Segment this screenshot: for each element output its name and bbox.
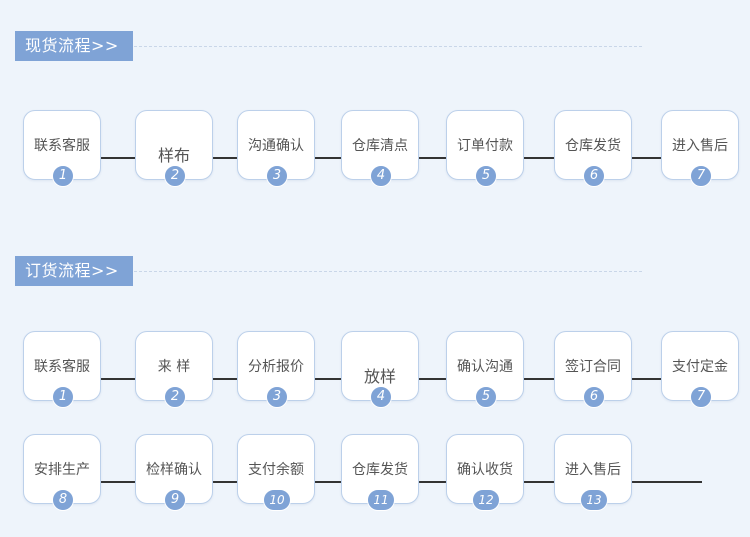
spot-step-2: 样布 2 (135, 110, 213, 187)
order-step-11: 仓库发货 11 (341, 434, 419, 511)
step-label: 订单付款 (457, 138, 513, 154)
order-step-7: 支付定金 7 (661, 331, 739, 408)
step-label: 来 样 (157, 359, 191, 375)
spot-step-1: 联系客服 1 (23, 110, 101, 187)
step-label: 仓库发货 (565, 138, 621, 154)
step-number-badge: 3 (266, 386, 288, 408)
step-label: 联系客服 (34, 138, 90, 154)
spot-step-6: 仓库发货 6 (554, 110, 632, 187)
order-step-8: 安排生产 8 (23, 434, 101, 511)
step-number-badge: 7 (690, 165, 712, 187)
step-label: 仓库发货 (352, 462, 408, 478)
order-flow-divider (134, 271, 642, 272)
order-step-12: 确认收货 12 (446, 434, 524, 511)
step-number-badge: 10 (263, 489, 291, 511)
spot-flow-title: 现货流程>> (15, 31, 133, 61)
step-label: 安排生产 (34, 462, 90, 478)
spot-step-3: 沟通确认 3 (237, 110, 315, 187)
step-label: 联系客服 (34, 359, 90, 375)
order-step-2: 来 样 2 (135, 331, 213, 408)
spot-flow-divider (134, 46, 642, 47)
step-label: 分析报价 (248, 359, 304, 375)
step-label: 签订合同 (565, 359, 621, 375)
step-label: 确认收货 (457, 462, 513, 478)
order-step-4: 放样 4 (341, 331, 419, 408)
order-step-1: 联系客服 1 (23, 331, 101, 408)
order-step-3: 分析报价 3 (237, 331, 315, 408)
step-number-badge: 1 (52, 386, 74, 408)
spot-step-4: 仓库清点 4 (341, 110, 419, 187)
spot-step-7: 进入售后 7 (661, 110, 739, 187)
spot-step-5: 订单付款 5 (446, 110, 524, 187)
step-number-badge: 4 (370, 386, 392, 408)
order-step-13: 进入售后 13 (554, 434, 632, 511)
step-number-badge: 9 (164, 489, 186, 511)
step-number-badge: 12 (472, 489, 500, 511)
step-label: 放样 (363, 367, 396, 386)
step-label: 样布 (157, 146, 190, 165)
step-number-badge: 2 (164, 386, 186, 408)
step-number-badge: 5 (475, 165, 497, 187)
step-number-badge: 3 (266, 165, 288, 187)
step-number-badge: 8 (52, 489, 74, 511)
step-number-badge: 4 (370, 165, 392, 187)
step-number-badge: 7 (690, 386, 712, 408)
step-number-badge: 6 (583, 165, 605, 187)
step-number-badge: 13 (580, 489, 608, 511)
order-flow-title: 订货流程>> (15, 256, 133, 286)
step-number-badge: 5 (475, 386, 497, 408)
step-label: 进入售后 (565, 462, 621, 478)
order-step-5: 确认沟通 5 (446, 331, 524, 408)
order-step-9: 检样确认 9 (135, 434, 213, 511)
step-label: 仓库清点 (352, 138, 408, 154)
step-number-badge: 6 (583, 386, 605, 408)
step-label: 进入售后 (672, 138, 728, 154)
step-label: 检样确认 (146, 462, 202, 478)
step-number-badge: 1 (52, 165, 74, 187)
order-step-10: 支付余额 10 (237, 434, 315, 511)
step-number-badge: 2 (164, 165, 186, 187)
step-label: 沟通确认 (248, 138, 304, 154)
order-step-6: 签订合同 6 (554, 331, 632, 408)
step-label: 支付定金 (672, 359, 728, 375)
step-label: 确认沟通 (457, 359, 513, 375)
step-number-badge: 11 (367, 489, 395, 511)
step-label: 支付余额 (248, 462, 304, 478)
